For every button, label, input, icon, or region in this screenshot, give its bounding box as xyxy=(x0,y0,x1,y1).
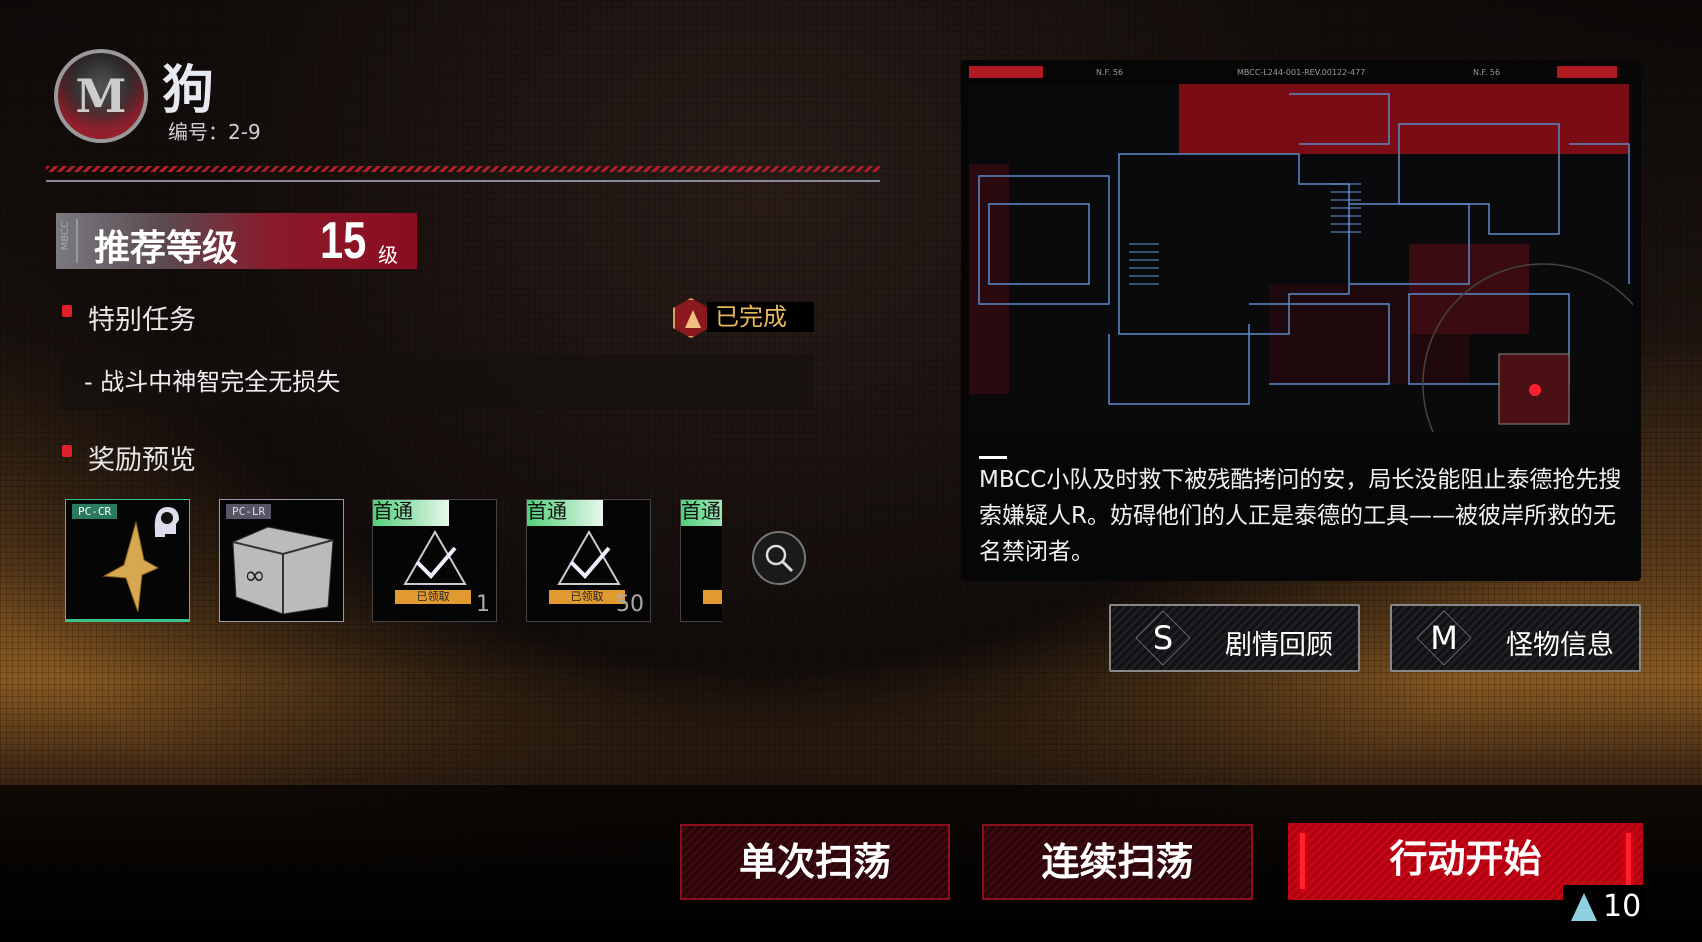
task-status-badge: 已完成 xyxy=(673,298,814,338)
continuous-sweep-button[interactable]: 连续扫荡 xyxy=(982,824,1253,900)
stage-map xyxy=(969,84,1633,432)
reward-item[interactable]: 首通 已领取 1 xyxy=(372,499,497,622)
recommended-level: 15 xyxy=(320,212,367,270)
claimed-check-icon xyxy=(557,530,621,585)
head-gear-icon xyxy=(154,507,179,537)
reward-item[interactable]: PC-CR xyxy=(65,499,190,622)
rewards-heading: 奖励预览 xyxy=(88,445,196,476)
bullet-icon xyxy=(62,445,72,457)
reward-item[interactable]: PC-LR ∞ xyxy=(219,499,344,622)
special-task-heading: 特别任务 xyxy=(88,305,196,336)
crate-icon: ∞ xyxy=(232,526,334,615)
reward-item[interactable]: 首通 xyxy=(680,499,722,622)
recommended-level-banner: MBCC 推荐等级 15 级 xyxy=(56,212,417,270)
stage-description: MBCC小队及时救下被残酷拷问的安，局长没能阻止泰德抢先搜索嫌疑人R。妨碍他们的… xyxy=(979,456,1629,570)
stage-code: 编号：2-9 xyxy=(168,120,261,144)
stage-title: 狗 xyxy=(162,60,215,121)
reward-detail-button[interactable] xyxy=(752,531,806,585)
svg-text:∞: ∞ xyxy=(244,561,266,591)
stage-info-panel: N.F. 56 MBCC-L244-001-REV.00122-477 N.F.… xyxy=(961,60,1641,581)
divider-line xyxy=(46,180,880,182)
claimed-check-icon xyxy=(403,530,467,585)
magnifier-icon xyxy=(765,544,794,573)
bullet-icon xyxy=(62,305,72,317)
stage-emblem: M xyxy=(54,49,148,143)
spike-item-icon xyxy=(102,521,160,613)
special-task-text: - 战斗中神智完全无损失 xyxy=(60,354,814,410)
monster-info-button[interactable]: M 怪物信息 xyxy=(1390,604,1641,672)
story-review-button[interactable]: S 剧情回顾 xyxy=(1109,604,1360,672)
single-sweep-button[interactable]: 单次扫荡 xyxy=(680,824,950,900)
divider-stripe xyxy=(46,166,880,172)
sanity-cost: 10 xyxy=(1563,885,1645,929)
reward-item[interactable]: 首通 已领取 50 xyxy=(526,499,651,622)
medal-icon xyxy=(673,298,709,338)
sanity-icon xyxy=(1571,893,1597,921)
